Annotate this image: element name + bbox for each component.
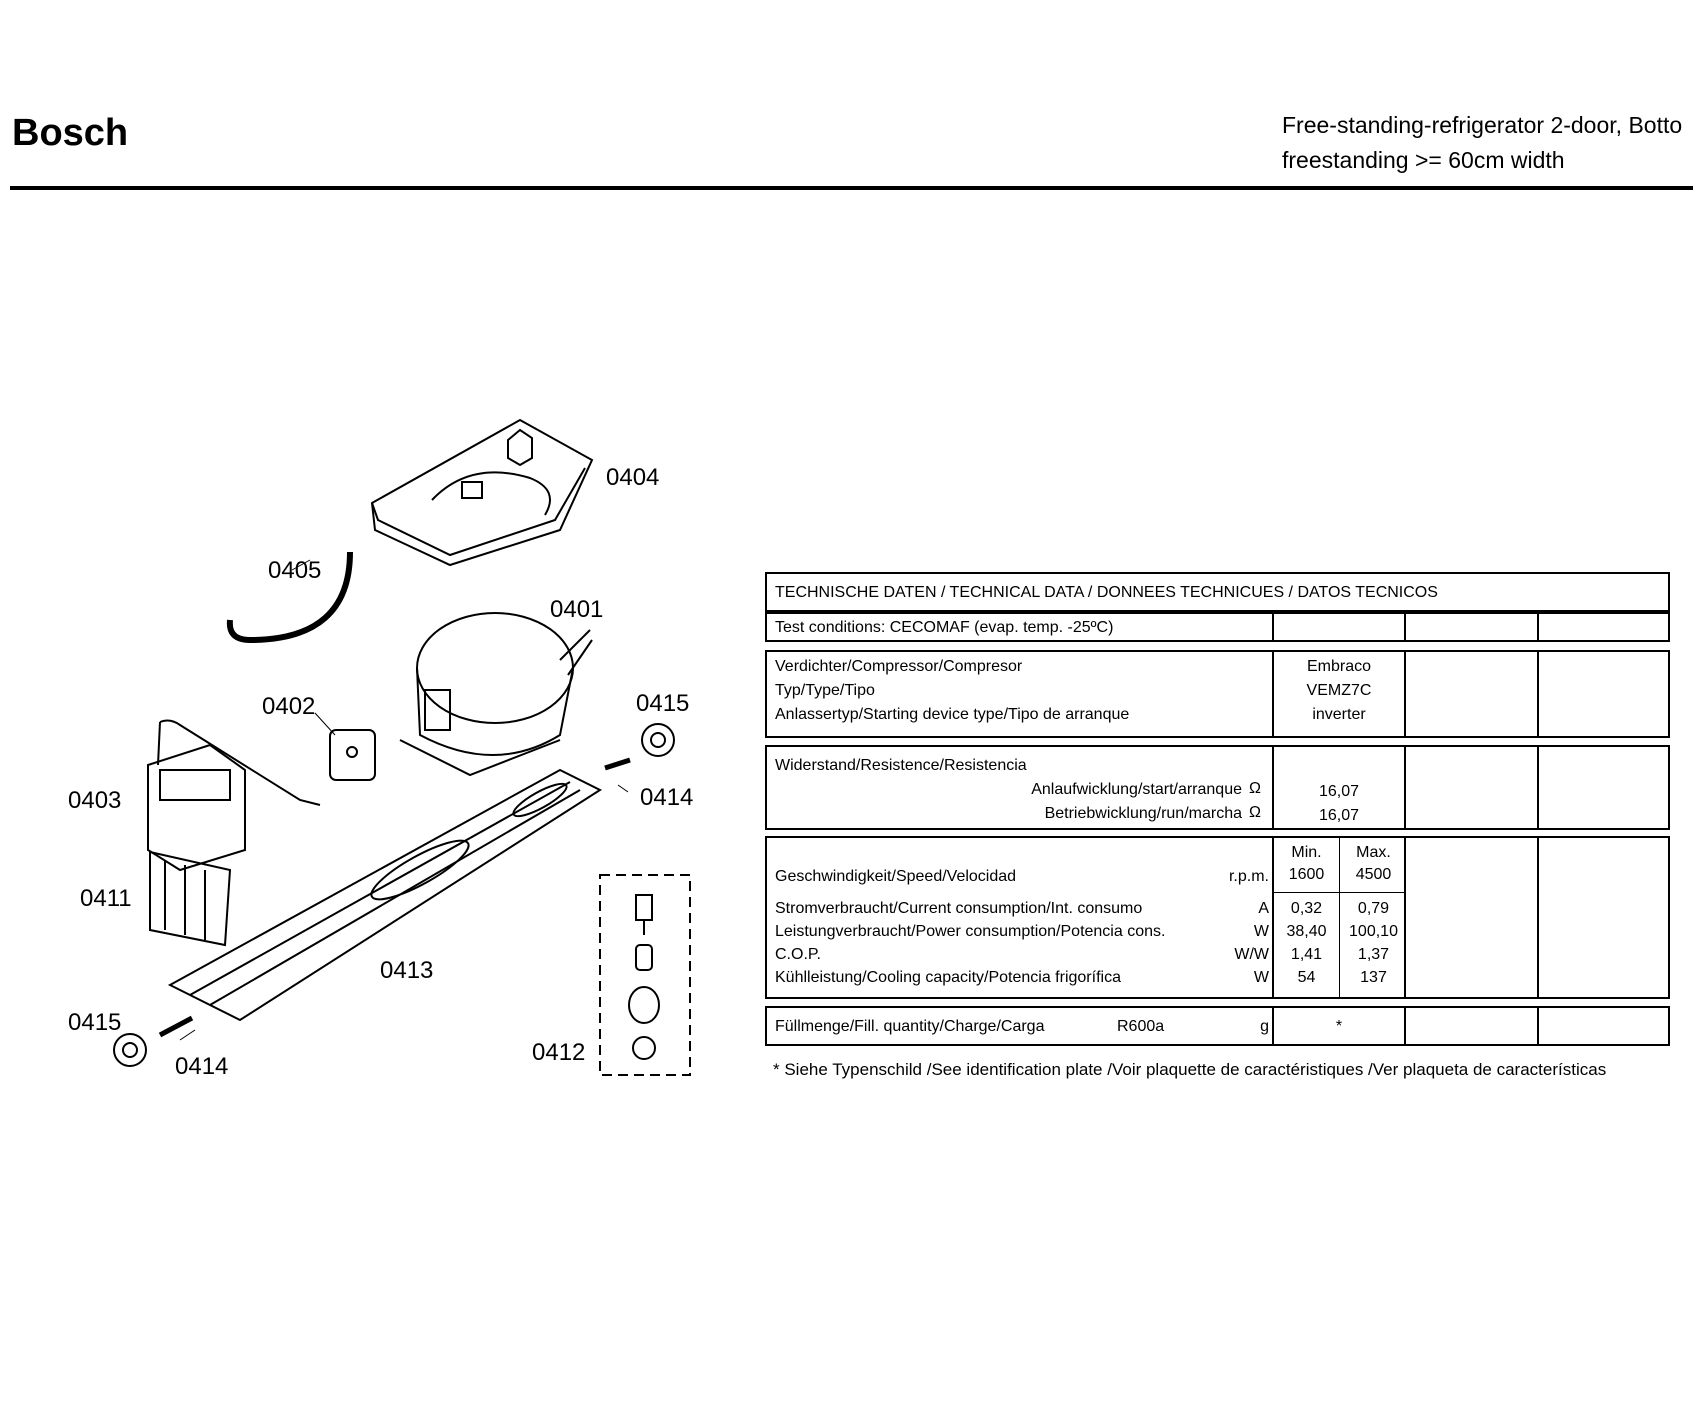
label-0411: 0411 bbox=[80, 885, 132, 912]
label-0414-left: 0414 bbox=[175, 1053, 228, 1080]
test-conditions: Test conditions: CECOMAF (evap. temp. -2… bbox=[775, 619, 1114, 636]
label-0413: 0413 bbox=[380, 957, 433, 984]
inverter-0403 bbox=[147, 719, 321, 872]
test-conditions-row: Test conditions: CECOMAF (evap. temp. -2… bbox=[765, 612, 1670, 642]
run-winding-unit: Ω bbox=[1249, 804, 1261, 821]
resistance-label: Widerstand/Resistence/Resistencia bbox=[775, 757, 1027, 774]
speed-label: Geschwindigkeit/Speed/Velocidad bbox=[775, 868, 1017, 885]
brand-name: Bosch bbox=[12, 112, 129, 154]
bracket-0411 bbox=[149, 850, 232, 947]
current-unit: A bbox=[1258, 900, 1269, 917]
starting-value: inverter bbox=[1312, 706, 1366, 723]
grommet-0415-left bbox=[113, 1033, 147, 1067]
compressor-label: Verdichter/Compressor/Compresor bbox=[775, 658, 1023, 675]
rails-0413 bbox=[167, 768, 603, 1022]
cop-label: C.O.P. bbox=[775, 946, 821, 963]
cooling-min: 54 bbox=[1297, 969, 1316, 986]
refrigerant-name: R600a bbox=[1117, 1018, 1165, 1035]
label-0414-right: 0414 bbox=[640, 784, 693, 811]
power-max: 100,10 bbox=[1349, 923, 1398, 940]
label-0402: 0402 bbox=[262, 693, 315, 720]
run-winding-value: 16,07 bbox=[1318, 807, 1360, 824]
type-value: VEMZ7C bbox=[1306, 682, 1372, 699]
run-winding-label: Betriebwicklung/run/marcha bbox=[1044, 805, 1242, 822]
fill-label: Füllmenge/Fill. quantity/Charge/Carga bbox=[775, 1018, 1045, 1035]
type-label: Typ/Type/Tipo bbox=[775, 682, 875, 699]
product-subtitle: freestanding >= 60cm width bbox=[1282, 147, 1565, 173]
tech-title-row: TECHNISCHE DATEN / TECHNICAL DATA / DONN… bbox=[765, 572, 1670, 612]
label-0401: 0401 bbox=[550, 596, 603, 623]
pin-0414-left bbox=[158, 1015, 194, 1038]
fill-quantity-row: Füllmenge/Fill. quantity/Charge/Carga R6… bbox=[765, 1006, 1670, 1046]
start-winding-value: 16,07 bbox=[1318, 783, 1360, 800]
parts-diagram: 0404 0405 0401 0402 0415 0414 0403 0411 … bbox=[68, 418, 693, 1080]
compressor-value: Embraco bbox=[1306, 658, 1372, 675]
cop-min: 1,41 bbox=[1290, 946, 1323, 963]
label-0404: 0404 bbox=[606, 464, 659, 491]
min-header: Min. bbox=[1291, 844, 1322, 861]
cover-0404 bbox=[370, 418, 594, 567]
grommet-0415-right bbox=[641, 723, 675, 757]
compressor-0401 bbox=[399, 612, 593, 777]
label-0405: 0405 bbox=[268, 557, 321, 584]
current-min: 0,32 bbox=[1290, 900, 1323, 917]
label-0403: 0403 bbox=[68, 787, 121, 814]
product-title: Free-standing-refrigerator 2-door, Botto bbox=[1282, 112, 1683, 138]
resistance-row: Widerstand/Resistence/Resistencia Anlauf… bbox=[765, 745, 1670, 830]
tube-0405 bbox=[226, 551, 353, 644]
current-max: 0,79 bbox=[1357, 900, 1390, 917]
speed-unit: r.p.m. bbox=[1228, 868, 1269, 885]
start-winding-label: Anlaufwicklung/start/arranque bbox=[1031, 781, 1242, 798]
footnote: * Siehe Typenschild /See identification … bbox=[773, 1060, 1607, 1079]
label-0415-right: 0415 bbox=[636, 690, 689, 717]
cop-unit: W/W bbox=[1234, 946, 1269, 963]
label-0415-left: 0415 bbox=[68, 1009, 121, 1036]
tech-title: TECHNISCHE DATEN / TECHNICAL DATA / DONN… bbox=[775, 584, 1438, 601]
fill-unit: g bbox=[1260, 1018, 1269, 1035]
compressor-row: Verdichter/Compressor/Compresor Typ/Type… bbox=[765, 650, 1670, 738]
max-header: Max. bbox=[1356, 844, 1391, 861]
performance-row: Min. Max. Geschwindigkeit/Speed/Velocida… bbox=[765, 836, 1670, 999]
fill-value: * bbox=[1335, 1018, 1343, 1035]
starting-label: Anlassertyp/Starting device type/Tipo de… bbox=[775, 706, 1130, 723]
speed-max: 4500 bbox=[1355, 866, 1392, 883]
header-rule bbox=[10, 186, 1693, 190]
power-unit: W bbox=[1253, 923, 1269, 940]
start-winding-unit: Ω bbox=[1249, 780, 1261, 797]
pin-0414-right bbox=[604, 757, 631, 771]
cop-max: 1,37 bbox=[1357, 946, 1390, 963]
power-min: 38,40 bbox=[1286, 923, 1327, 940]
cooling-label: Kühlleistung/Cooling capacity/Potencia f… bbox=[775, 969, 1121, 986]
fastener-kit-0412 bbox=[599, 874, 691, 1076]
speed-min: 1600 bbox=[1288, 866, 1325, 883]
cooling-unit: W bbox=[1253, 969, 1269, 986]
current-label: Stromverbraucht/Current consumption/Int.… bbox=[775, 900, 1143, 917]
starter-0402 bbox=[329, 729, 376, 781]
cooling-max: 137 bbox=[1360, 969, 1387, 986]
power-label: Leistungverbraucht/Power consumption/Pot… bbox=[775, 923, 1166, 940]
label-0412: 0412 bbox=[532, 1039, 585, 1066]
